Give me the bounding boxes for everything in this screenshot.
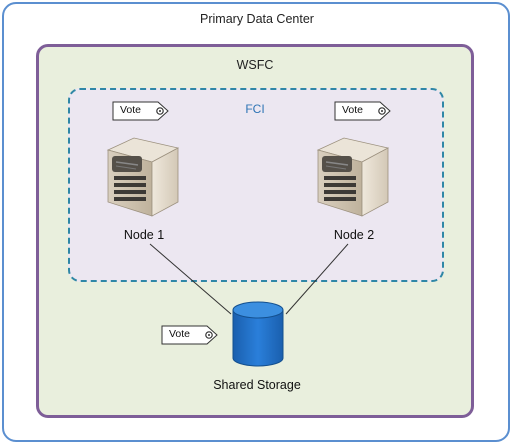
node2-server-icon [316,136,390,218]
node1-label: Node 1 [123,228,165,242]
node2-vote-label: Vote [342,104,364,116]
vote-tag-icon [161,325,218,345]
shared-storage-icon [230,300,286,368]
node1-storage-line [149,243,232,315]
node1-vote-tag: Vote [112,101,170,121]
fci-title: FCI [245,102,265,116]
wsfc-title: WSFC [236,58,274,72]
node1-server-icon [106,136,180,218]
shared-storage-label: Shared Storage [213,378,301,392]
primary-data-center-title: Primary Data Center [200,12,314,26]
node2-storage-line [285,243,349,315]
node2-label: Node 2 [333,228,375,242]
vote-tag-icon [334,101,391,121]
node2-vote-tag: Vote [334,101,392,121]
vote-tag-icon [112,101,169,121]
storage-vote-tag: Vote [161,325,219,345]
node1-vote-label: Vote [120,104,142,116]
storage-vote-label: Vote [169,328,191,340]
